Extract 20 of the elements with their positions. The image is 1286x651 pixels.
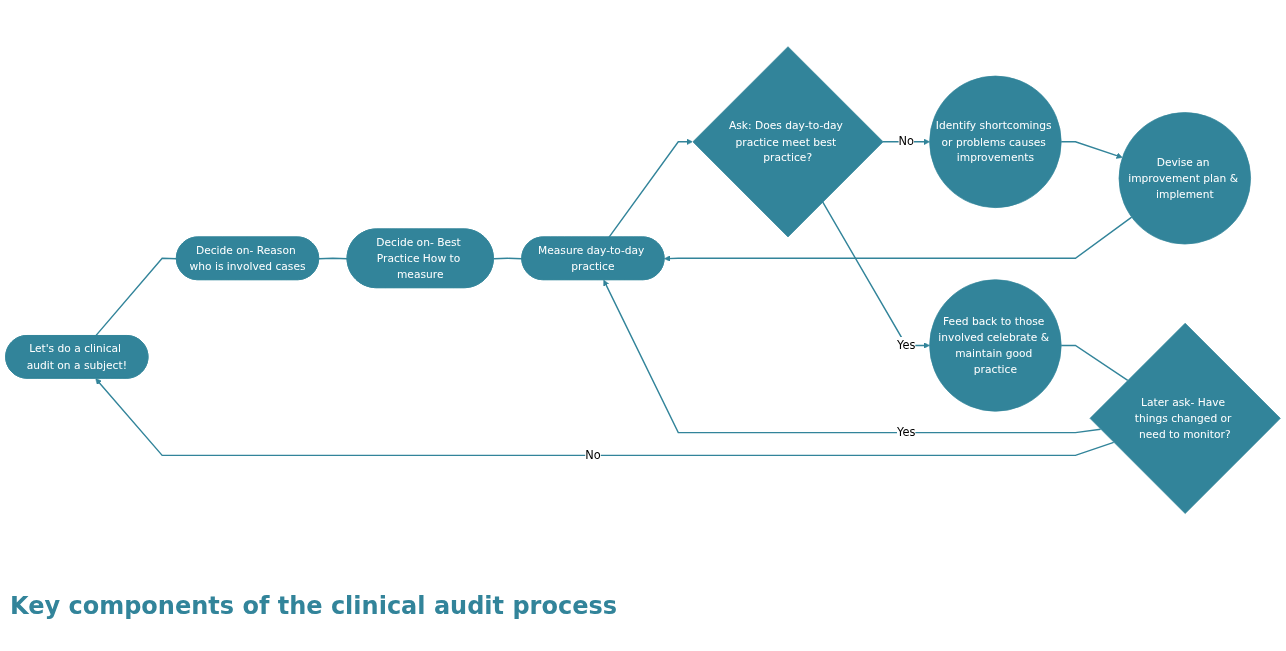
node-diamond: Later ask- Have things changed or need to monitor? (1089, 322, 1281, 514)
edge-label: Yes (897, 338, 916, 352)
arrow (664, 216, 1133, 262)
arrow (821, 201, 930, 349)
arrow (95, 378, 1115, 456)
connector (493, 257, 523, 260)
edge-label: No (898, 134, 914, 149)
connector (318, 257, 349, 260)
arrow (1060, 141, 1123, 159)
node-circle: Devise an improvement plan & implement (1118, 112, 1251, 245)
arrow (608, 138, 693, 238)
node-diamond: Ask: Does day-to-day practice meet best practice? (692, 46, 884, 238)
edge-label: Yes (897, 425, 916, 439)
node-circle: Feed back to those involved celebrate & maintain good practice (929, 279, 1062, 412)
connector (94, 257, 178, 337)
node-circle: Identify shortcomings or problems causes improvements (929, 75, 1062, 208)
section-heading: Key components of the clinical audit process (10, 592, 617, 620)
edge-label: No (585, 448, 601, 462)
arrow (603, 279, 1102, 434)
connector (1060, 344, 1129, 381)
